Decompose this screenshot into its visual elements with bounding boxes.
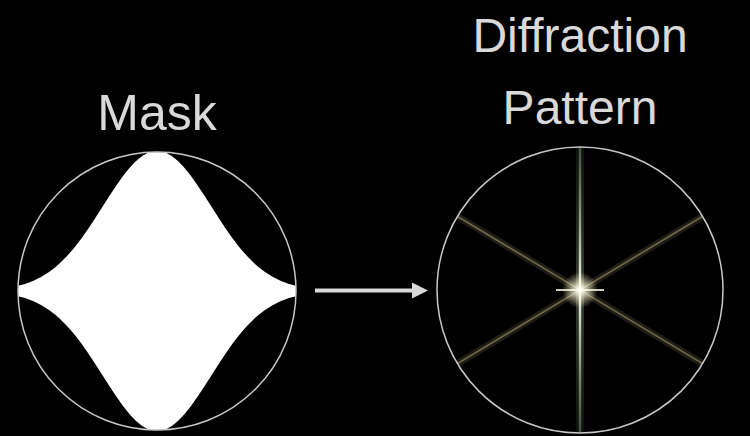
circle-outline — [18, 152, 296, 430]
circle-node: Mask — [17, 151, 297, 431]
arrow-connector — [315, 289, 412, 293]
central-peak — [562, 272, 598, 308]
mask-aperture — [17, 151, 297, 431]
heading: Diffraction Pattern — [455, 0, 705, 144]
circle-outline — [17, 151, 297, 431]
diagonal-spike — [322, 135, 750, 436]
diffraction-spikes — [322, 135, 750, 436]
heading: Mask — [57, 83, 257, 143]
circle-outline — [436, 146, 724, 434]
circle-outline — [437, 147, 723, 433]
diagonal-spike-glow — [322, 135, 750, 436]
diagonal-spike — [322, 135, 750, 436]
circle-node: Diffraction Pattern — [436, 146, 724, 434]
diagonal-spike-glow — [322, 135, 750, 436]
